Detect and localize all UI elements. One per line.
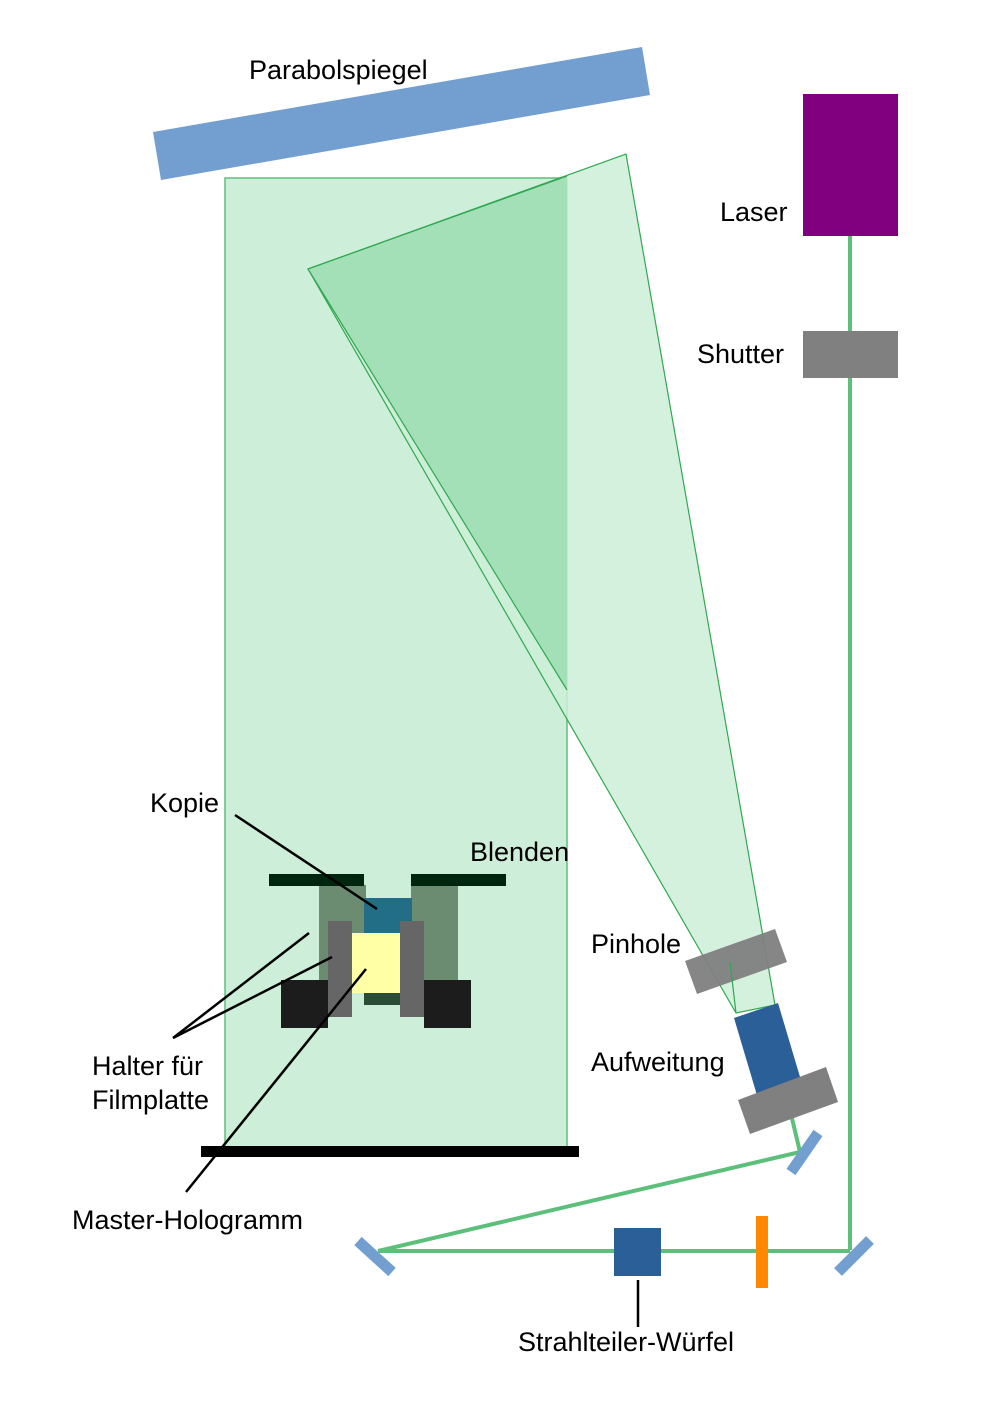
mirror-expander bbox=[786, 1129, 823, 1176]
holder-leader-line-1 bbox=[172, 932, 310, 1039]
base-bar bbox=[201, 1146, 579, 1157]
blende-left bbox=[269, 874, 364, 886]
expander-plate bbox=[738, 1067, 838, 1134]
label-copy: Kopie bbox=[150, 788, 220, 818]
label-holder-line1: Halter für bbox=[92, 1051, 204, 1081]
shutter-box bbox=[803, 331, 898, 378]
label-master-hologram: Master-Hologramm bbox=[72, 1205, 304, 1235]
reflected-beam bbox=[377, 1150, 801, 1253]
mirror-right bbox=[834, 1236, 874, 1276]
label-parabolic-mirror: Parabolspiegel bbox=[249, 55, 428, 85]
label-shutter: Shutter bbox=[697, 339, 785, 369]
mirror-left bbox=[354, 1236, 396, 1277]
parabolic-mirror bbox=[153, 47, 650, 180]
half-wave-plate bbox=[756, 1216, 768, 1288]
clamp-left bbox=[281, 980, 328, 1028]
master-hologram-plate bbox=[352, 933, 400, 993]
holder-leader-line-2 bbox=[172, 955, 333, 1040]
label-holder-line2: Filmplatte bbox=[92, 1085, 210, 1115]
holder-right bbox=[400, 921, 424, 1017]
blende-right bbox=[411, 874, 506, 886]
copy-leader-line bbox=[234, 813, 378, 911]
pinhole-plate bbox=[685, 929, 787, 994]
label-pinhole: Pinhole bbox=[591, 929, 682, 959]
copy-plate-bottom bbox=[364, 992, 400, 1005]
clamp-right bbox=[424, 980, 471, 1028]
label-apertures: Blenden bbox=[470, 837, 570, 867]
expander-objective bbox=[734, 1003, 803, 1102]
beam-splitter-cube bbox=[614, 1228, 661, 1276]
laser-box bbox=[803, 94, 898, 236]
label-expander: Aufweitung bbox=[591, 1047, 725, 1077]
master-leader-line bbox=[185, 968, 367, 1193]
label-laser: Laser bbox=[720, 197, 788, 227]
beam-overlap bbox=[308, 176, 567, 690]
label-beam-splitter: Strahlteiler-Würfel bbox=[518, 1327, 735, 1357]
